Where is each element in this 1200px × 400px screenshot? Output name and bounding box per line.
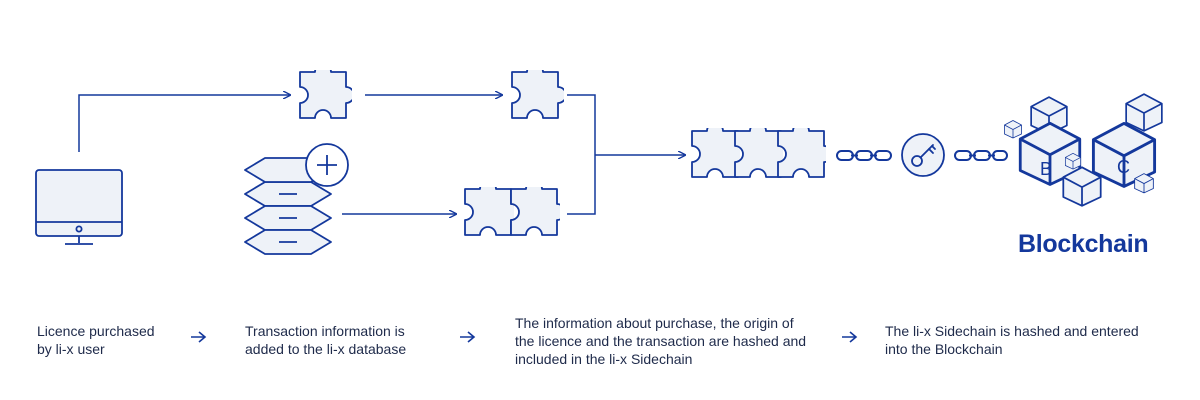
connector-monitor-to-puzzle: [78, 95, 290, 152]
arrow-right-icon: [842, 331, 858, 343]
process-diagram: B C: [35, 70, 1163, 255]
step-3-line-1: The information about purchase, the orig…: [515, 315, 794, 331]
puzzle-piece-icon: [510, 187, 560, 236]
block-letter-c: C: [1117, 157, 1130, 177]
puzzle-piece-icon: [298, 70, 352, 120]
step-3-text: The information about purchase, the orig…: [515, 314, 806, 368]
step-4-line-1: The li-x Sidechain is hashed and entered: [885, 323, 1139, 339]
connector-lines: [78, 94, 685, 215]
puzzle-piece-icon: [777, 128, 826, 178]
chain-link-icon: [954, 150, 1008, 161]
key-icon: [901, 133, 945, 177]
step-2-line-2: added to the li-x database: [245, 341, 407, 357]
step-3-line-2: the licence and the transaction are hash…: [515, 333, 807, 349]
step-3-line-3: included in the li-x Sidechain: [515, 351, 693, 367]
monitor-icon: [35, 169, 123, 245]
step-1-text: Licence purchased by li-x user: [37, 322, 155, 358]
blockchain-cubes-icon: B C: [1004, 93, 1163, 207]
chain-link-icon: [836, 150, 892, 161]
connector-merge: [567, 94, 596, 215]
arrow-right-icon: [460, 331, 476, 343]
puzzle-piece-icon: [510, 70, 564, 120]
step-2-line-1: Transaction information is: [245, 323, 405, 339]
step-4-text: The li-x Sidechain is hashed and entered…: [885, 322, 1139, 358]
arrow-right-icon: [191, 331, 207, 343]
step-4-line-2: into the Blockchain: [885, 341, 1003, 357]
database-plus-icon: [244, 143, 349, 255]
blockchain-label: Blockchain: [1018, 230, 1149, 258]
step-2-text: Transaction information is added to the …: [245, 322, 406, 358]
step-1-line-2: by li-x user: [37, 341, 105, 357]
step-1-line-1: Licence purchased: [37, 323, 155, 339]
block-letter-b: B: [1040, 159, 1052, 179]
